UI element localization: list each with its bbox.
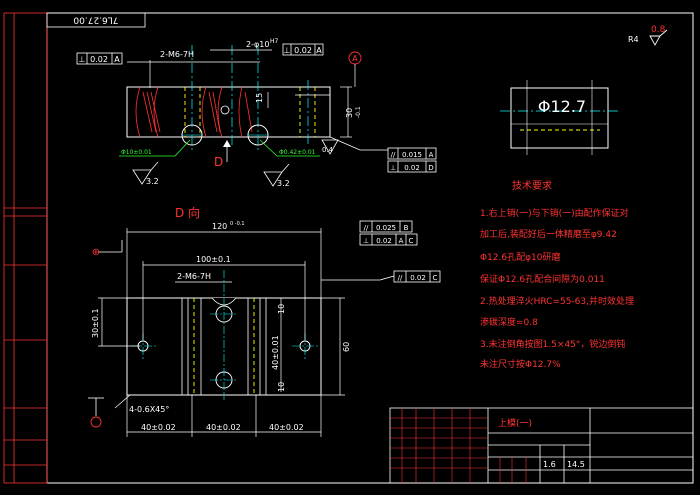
- tech-line-1: 加工后,装配好后一体精磨至φ9.42: [480, 228, 617, 240]
- fcf-right-perp-sym: ⊥: [390, 164, 396, 172]
- view-label-d: D: [214, 155, 223, 169]
- fcf-right-par-sym: //: [391, 151, 396, 159]
- roughness-symbols: [132, 139, 339, 187]
- fcf-d-par-sym: //: [364, 224, 369, 232]
- fcf-top-mid-ref: A: [316, 46, 322, 55]
- dim-2-phi10: 2-φ10: [246, 40, 269, 49]
- dim-40-01: 40±0.01: [271, 335, 280, 370]
- tech-line-2: Φ12.6孔配φ10研磨: [480, 252, 561, 263]
- fcf-top-left-val: 0.02: [90, 55, 108, 64]
- dim-40-a: 40±0.02: [141, 423, 176, 432]
- view-d-arrow: D: [214, 140, 231, 169]
- roughness-prefix: R4: [628, 35, 639, 44]
- detail-phi: Φ12.7: [538, 97, 586, 116]
- dim-2-m6-7h-top: 2-M6-7H: [160, 50, 194, 59]
- dim-40-c: 40±0.02: [269, 423, 304, 432]
- dim-120-tol: 0 -0.1: [230, 221, 245, 227]
- fcf-d-perp-ref1: A: [399, 237, 404, 245]
- top-view: A: [126, 45, 362, 150]
- tech-title: 技术要求: [512, 179, 552, 192]
- fcf-d-par2-sym: //: [398, 274, 403, 282]
- top-stamp: 7L6.27.00: [46, 12, 146, 28]
- fcf-right-perp-ref: D: [428, 164, 433, 172]
- dim-40-b: 40±0.02: [206, 423, 241, 432]
- dim-10-a: 10: [277, 304, 286, 314]
- dim-30-01: 30±0.1: [91, 308, 100, 338]
- fcf-right-perp-val: 0.02: [404, 164, 420, 172]
- fcf-top-left-sym: ⊥: [79, 55, 86, 64]
- dim-30-tol: -0.1: [355, 106, 362, 118]
- title-part-name: 上模(一): [498, 418, 532, 429]
- detail-view: Φ12.7: [500, 80, 620, 155]
- stamp-text: 7L6.27.00: [73, 15, 118, 25]
- tech-requirements: 技术要求 1.右上销(一)与下销(一)由配作保证对 加工后,装配好后一体精磨至φ…: [480, 179, 634, 370]
- view-title: D 向: [175, 205, 200, 220]
- fcf-d-par-val: 0.025: [376, 224, 396, 232]
- dim-15: 15: [255, 93, 264, 103]
- fcf-right-par-val: 0.015: [402, 151, 422, 159]
- fcf-top-mid: ⊥ 0.02 A: [282, 43, 324, 56]
- tech-line-7: 3.未注倒角按图1.5×45°，锐边倒钝: [480, 338, 625, 350]
- dim-2-m6-7h-bottom: 2-M6-7H: [177, 272, 211, 281]
- fcf-d-par2-ref: C: [433, 274, 438, 282]
- hole-dim-right: Φ0.42±0.01: [279, 149, 316, 156]
- roughness-value-top: 0.8: [651, 25, 666, 35]
- datum-a: A: [352, 54, 358, 63]
- title-scale: 1.6: [543, 460, 556, 469]
- title-sheet: 14.5: [567, 460, 585, 469]
- left-margin-frame: [3, 12, 48, 484]
- fcf-top-mid-val: 0.02: [294, 46, 312, 55]
- fcf-top-mid-sym: ⊥: [284, 46, 291, 55]
- fcf-right: [329, 136, 437, 173]
- dim-60: 60: [342, 342, 351, 352]
- dim-120: 120: [212, 222, 227, 231]
- section-symbol-left: ⊕: [92, 247, 100, 258]
- title-block-red-grid: [390, 408, 527, 483]
- dim-2-phi10-tol: H7: [270, 38, 279, 45]
- dim-chamfer: 4-0.6X45°: [129, 405, 169, 414]
- fcf-top-left-ref: A: [114, 55, 120, 64]
- tech-line-4: 保证Φ12.6孔配合间隙为0.011: [480, 273, 605, 285]
- tech-line-6: 渗碳深度=0.8: [480, 316, 538, 328]
- fcf-d-par-ref: B: [404, 224, 409, 232]
- hole-leaders: [119, 139, 320, 157]
- roughness-3-2-b: 3.2: [277, 179, 290, 188]
- tech-line-8: 未注尺寸按Φ12.7%: [480, 358, 561, 370]
- bottom-view: [126, 270, 322, 400]
- dim-100: 100±0.1: [196, 255, 231, 264]
- roughness-3-2-a: 3.2: [146, 177, 159, 186]
- fcf-top-left: ⊥ 0.02 A: [76, 52, 123, 65]
- section-markers: ⊕: [88, 240, 123, 428]
- bottom-dimensions: [98, 228, 380, 437]
- fcf-d-perp-val: 0.02: [376, 237, 392, 245]
- dim-10-b: 10: [277, 382, 286, 392]
- top-dimensions: [127, 49, 352, 138]
- fcf-right-par-ref: A: [429, 151, 434, 159]
- tech-line-5: 2.热处理淬火HRC=55-63,并时效处理: [480, 295, 634, 307]
- dim-30: 30: [345, 108, 354, 118]
- fcf-d-perp-sym: ⊥: [363, 237, 369, 245]
- tech-line-0: 1.右上销(一)与下销(一)由配作保证对: [480, 207, 629, 219]
- fcf-bottom: [359, 220, 441, 283]
- tech-line-3: φ12.6孔与研磨棒φ9.42: [480, 260, 491, 263]
- hole-dim-left: Φ10±0.01: [121, 149, 152, 156]
- fcf-d-par2-val: 0.02: [410, 274, 426, 282]
- roughness-0-4: 0.4: [322, 146, 334, 154]
- roughness-overall: R4 0.8: [628, 25, 668, 46]
- title-block: [389, 407, 694, 484]
- fcf-d-perp-ref2: C: [409, 237, 414, 245]
